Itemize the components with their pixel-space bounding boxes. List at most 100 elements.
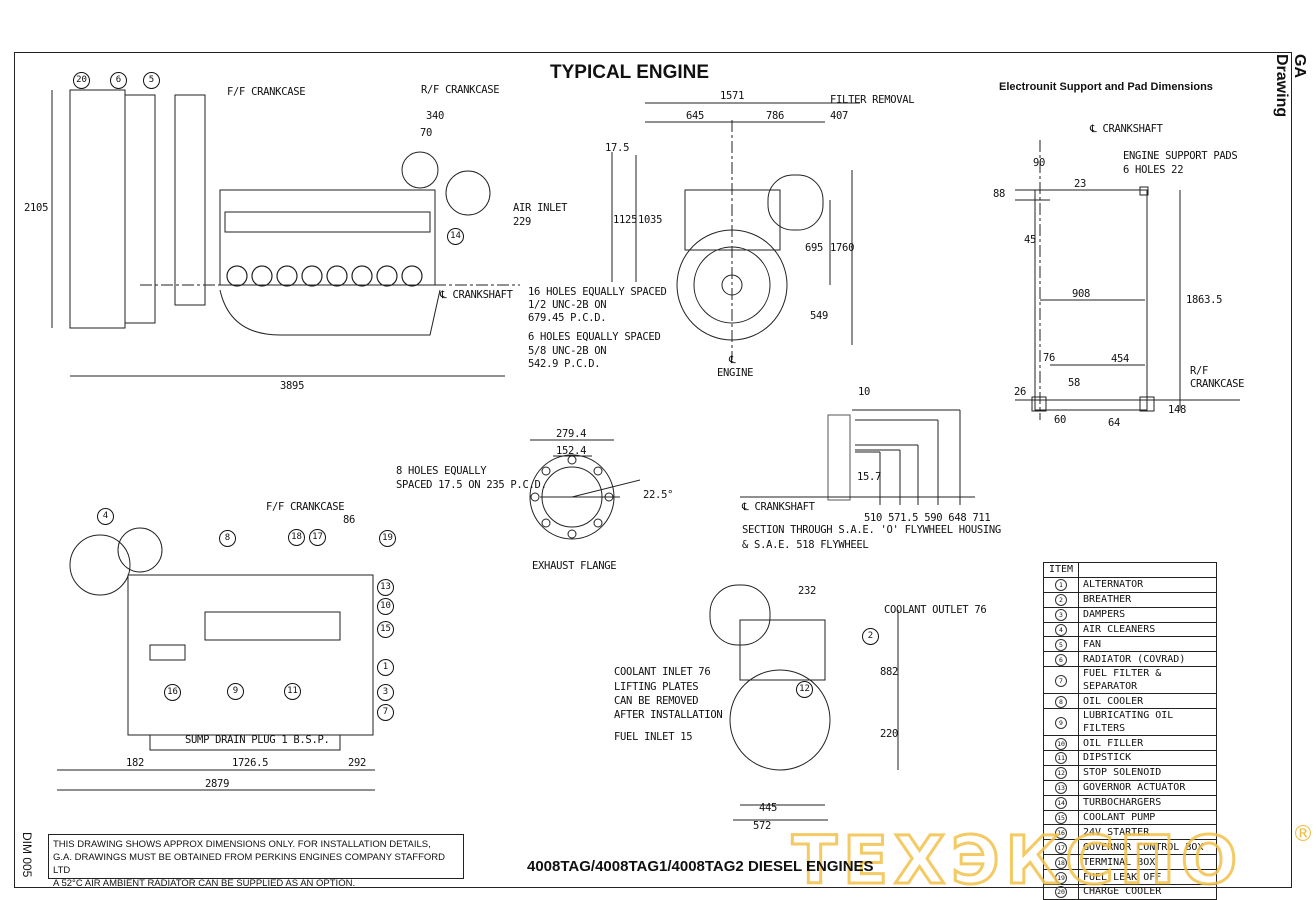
footer-title: 4008TAG/4008TAG1/4008TAG2 DIESEL ENGINES (527, 858, 874, 875)
legend-item-number: 6 (1043, 651, 1079, 668)
legend-item-number: 7 (1043, 666, 1079, 695)
dim-64: 64 (1108, 417, 1121, 429)
dim-549: 549 (810, 310, 829, 322)
dim-340: 340 (426, 110, 445, 122)
note-line: THIS DRAWING SHOWS APPROX DIMENSIONS ONL… (53, 839, 431, 850)
legend-item-number: 4 (1043, 621, 1079, 638)
legend-item-number: 10 (1043, 735, 1079, 752)
legend-item-label: OIL COOLER (1078, 693, 1217, 710)
watermark-logo: ТЕХЭКСПО (790, 821, 1244, 900)
legend-item-number: 2 (1043, 591, 1079, 608)
callout-16: 16 (164, 684, 181, 701)
callout-13: 13 (377, 579, 394, 596)
legend-item-number: 8 (1043, 693, 1079, 710)
legend-item-label: CHARGE COOLER (1078, 884, 1217, 900)
label-coolant-inlet: COOLANT INLET 76 (614, 666, 711, 678)
callout-6: 6 (110, 72, 127, 89)
legend-item-label: GOVERNOR ACTUATOR (1078, 779, 1217, 796)
note-line: G.A. DRAWINGS MUST BE OBTAINED FROM PERK… (53, 852, 446, 876)
dim-454: 454 (1111, 353, 1130, 365)
dim-1125: 1125 (613, 214, 638, 226)
legend-item-number: 14 (1043, 794, 1079, 811)
exhaust-flange-drawing (529, 439, 641, 540)
legend-item-number: 13 (1043, 779, 1079, 796)
dim-1571: 1571 (720, 90, 745, 102)
drawing-number: DIM 005 (20, 832, 34, 878)
dim-645: 645 (686, 110, 705, 122)
label-crankshaft: ℄ CRANKSHAFT (1090, 123, 1163, 135)
callout-7: 7 (377, 704, 394, 721)
label-engine-centerline: ℄ (729, 354, 736, 366)
label-rf-crankcase: CRANKCASE (1190, 378, 1245, 390)
callout-9: 9 (227, 683, 244, 700)
label-ff-crankcase: F/F CRANKCASE (266, 501, 345, 513)
callout-19: 19 (379, 530, 396, 547)
label-crankshaft: ℄ CRANKSHAFT (440, 289, 513, 301)
legend-item-number: 20 (1043, 884, 1079, 900)
legend-item-label: OIL FILLER (1078, 735, 1217, 752)
callout-18: 18 (288, 529, 305, 546)
callout-17: 17 (309, 529, 326, 546)
dim-1863-5: 1863.5 (1186, 294, 1223, 306)
note-exhaust-holes: SPACED 17.5 ON 235 P.C.D. (396, 479, 547, 491)
dim-15-7: 15.7 (857, 471, 882, 483)
legend-item-label: FAN (1078, 636, 1217, 653)
callout-11: 11 (284, 683, 301, 700)
legend-item-number: 12 (1043, 764, 1079, 781)
dim-292: 292 (348, 757, 367, 769)
dim-10: 10 (858, 386, 871, 398)
note-6-holes: 6 HOLES EQUALLY SPACED (528, 331, 661, 343)
label-crankshaft: ℄ CRANKSHAFT (742, 501, 815, 513)
dim-70: 70 (420, 127, 433, 139)
legend-header-item: ITEM (1043, 562, 1079, 578)
dim-229: 229 (513, 216, 532, 228)
legend-item-number: 1 (1043, 576, 1079, 593)
caption-flywheel: & S.A.E. 518 FLYWHEEL (742, 539, 869, 551)
label-support-pads: 6 HOLES 22 (1123, 164, 1184, 176)
label-coolant-outlet: COOLANT OUTLET 76 (884, 604, 987, 616)
dim-182: 182 (126, 757, 145, 769)
dim-26: 26 (1014, 386, 1027, 398)
dim-1760: 1760 (830, 242, 855, 254)
legend-item-label: ALTERNATOR (1078, 576, 1217, 593)
dim-1035: 1035 (638, 214, 663, 226)
callout-8: 8 (219, 530, 236, 547)
dim-148: 148 (1168, 404, 1187, 416)
dim-45: 45 (1024, 234, 1037, 246)
legend-item-label: FUEL FILTER & SEPARATOR (1078, 666, 1217, 695)
callout-15: 15 (377, 621, 394, 638)
dim-90: 90 (1033, 157, 1046, 169)
dim-3895: 3895 (280, 380, 305, 392)
dim-76: 76 (1043, 352, 1056, 364)
note-16-holes: 16 HOLES EQUALLY SPACED (528, 286, 667, 298)
dim-232: 232 (798, 585, 817, 597)
label-rf-crankcase: R/F (1190, 365, 1209, 377)
label-engine-centerline: ENGINE (717, 367, 754, 379)
support-pad-drawing (1015, 140, 1240, 420)
lower-front-view-drawing (709, 584, 899, 821)
page-title: TYPICAL ENGINE (550, 62, 710, 83)
lower-side-view-drawing (57, 527, 375, 791)
side-title: GA Drawing (1273, 54, 1308, 118)
front-view-drawing (611, 102, 860, 360)
dim-279-4: 279.4 (556, 428, 587, 440)
dim-2879: 2879 (205, 778, 230, 790)
legend-item-label: BREATHER (1078, 591, 1217, 608)
dim-17-5: 17.5 (605, 142, 630, 154)
side-view-drawing (51, 89, 520, 377)
label-lifting-plates: LIFTING PLATES (614, 681, 699, 693)
note-16-holes: 679.45 P.C.D. (528, 312, 607, 324)
label-exhaust-flange: EXHAUST FLANGE (532, 560, 617, 572)
